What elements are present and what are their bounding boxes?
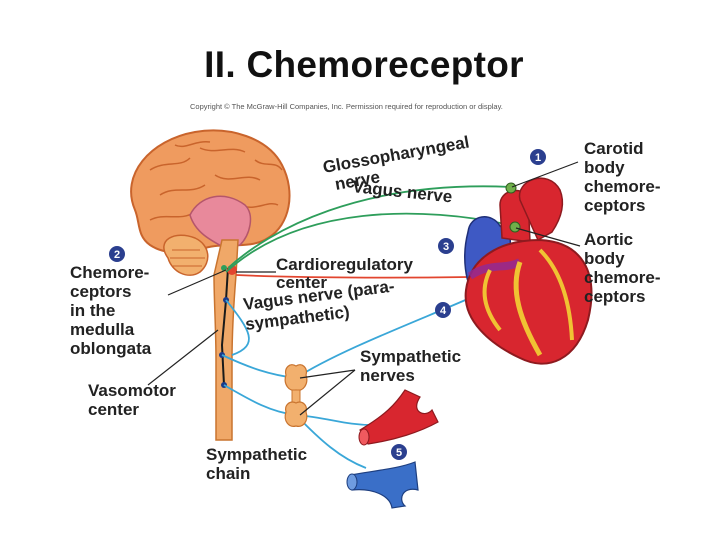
label-carotid-2: body	[584, 158, 625, 177]
label-carotid-3: chemore-	[584, 177, 661, 196]
sympathetic-chain-ganglia	[284, 364, 308, 427]
label-vasomotor-1: Vasomotor	[88, 381, 176, 400]
step-badge-1: 1	[530, 149, 546, 165]
label-vasomotor-2: center	[88, 400, 139, 419]
label-carotid-4: ceptors	[584, 196, 645, 215]
medulla-sensory-dot	[221, 265, 227, 271]
heart-illustration	[464, 177, 593, 365]
step-badge-4: 4	[435, 302, 451, 318]
label-aortic-1: Aortic	[584, 230, 633, 249]
glossopharyngeal-nerve-line	[227, 185, 513, 269]
label-aortic-2: body	[584, 249, 625, 268]
label-carotid-1: Carotid	[584, 139, 644, 158]
label-cardioregulatory-1: Cardioregulatory	[276, 255, 414, 274]
copyright-notice: Copyright © The McGraw-Hill Companies, I…	[190, 102, 503, 111]
artery-illustration	[358, 389, 439, 446]
vein-illustration	[346, 461, 419, 509]
step-number-4: 4	[440, 305, 447, 317]
label-aortic-4: ceptors	[584, 287, 645, 306]
step-number-5: 5	[396, 447, 402, 459]
page-title: II. Chemoreceptor	[204, 44, 524, 85]
label-sympathetic-nerves-1: Sympathetic	[360, 347, 461, 366]
step-number-1: 1	[535, 152, 541, 164]
step-number-3: 3	[443, 241, 449, 253]
vagus-parasympathetic-line	[235, 274, 471, 279]
label-sympathetic-nerves-2: nerves	[360, 366, 415, 385]
brain-illustration	[130, 129, 291, 276]
label-chemoreceptors-5: oblongata	[70, 339, 152, 358]
step-badge-2: 2	[109, 246, 125, 262]
label-chemoreceptors-1: Chemore-	[70, 263, 149, 282]
carotid-body-chemoreceptor-dot	[505, 182, 517, 194]
label-glossopharyngeal: Glossopharyngeal	[321, 132, 470, 176]
step-badge-3: 3	[438, 238, 454, 254]
aortic-body-chemoreceptor-dot	[509, 221, 521, 233]
label-chemoreceptors-4: medulla	[70, 320, 135, 339]
leader-lines	[147, 161, 581, 416]
label-sympathetic-chain-1: Sympathetic	[206, 445, 307, 464]
label-aortic-3: chemore-	[584, 268, 661, 287]
label-cardioregulatory-2: center	[276, 273, 327, 292]
step-number-2: 2	[114, 249, 120, 261]
label-chemoreceptors-3: in the	[70, 301, 115, 320]
label-sympathetic-chain-2: chain	[206, 464, 250, 483]
label-vagus-nerve: Vagus nerve	[352, 177, 454, 206]
label-chemoreceptors-2: ceptors	[70, 282, 131, 301]
step-badge-5: 5	[391, 444, 407, 460]
